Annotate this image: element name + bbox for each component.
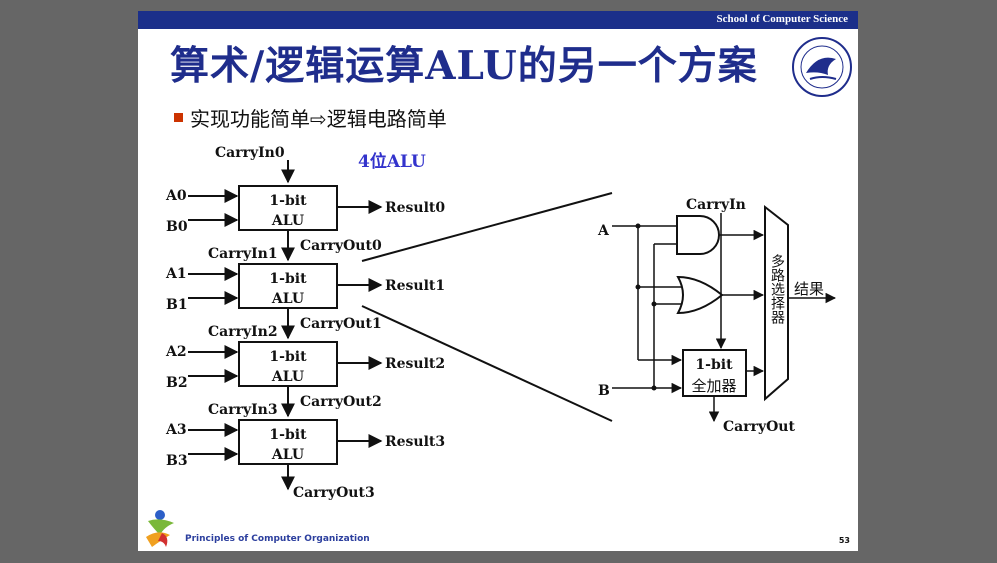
alu-block-line2: ALU xyxy=(271,369,304,385)
or-gate-icon xyxy=(676,275,724,315)
alu-block-line2: ALU xyxy=(271,213,304,229)
input-b-label: B3 xyxy=(166,453,188,469)
alu-block xyxy=(238,341,338,387)
carry-out-label: CarryOut1 xyxy=(300,316,382,332)
carry-out-label: CarryOut2 xyxy=(300,394,382,410)
slide: School of Computer Science 算术/逻辑运算ALU的另一… xyxy=(138,11,858,551)
alu-stage-2: CarryIn2 A2 B2 1-bit ALU Result2 CarryOu… xyxy=(165,324,445,418)
course-name: Principles of Computer Organization xyxy=(185,534,370,544)
input-a-label: A0 xyxy=(165,188,187,204)
header-bar: School of Computer Science xyxy=(138,11,858,29)
junction-dot xyxy=(635,284,641,290)
zoom-line-bottom xyxy=(361,305,613,422)
alu-block xyxy=(238,419,338,465)
carry-in-label: CarryIn3 xyxy=(208,402,278,418)
carry-out-label: CarryOut3 xyxy=(293,485,375,501)
detail-carry-in-label: CarryIn xyxy=(686,197,746,213)
input-a-label: A3 xyxy=(165,422,187,438)
carry-out-label: CarryOut0 xyxy=(300,238,382,254)
junction-dot xyxy=(635,223,641,229)
alu-caption: 4位ALU xyxy=(358,151,426,172)
input-a-label: A1 xyxy=(165,266,187,282)
input-b-label: B0 xyxy=(166,219,188,235)
university-seal-icon xyxy=(792,37,852,97)
adder-line1: 1-bit xyxy=(695,357,733,373)
zoom-line-top xyxy=(361,192,613,262)
mux-label: 多路选择器 xyxy=(769,253,785,324)
output-label: 结果 xyxy=(794,280,824,298)
adder-line2: 全加器 xyxy=(691,377,736,395)
page-number: 53 xyxy=(838,536,850,545)
alu-block-line1: 1-bit xyxy=(269,349,307,365)
junction-dot xyxy=(651,301,657,307)
alu-stage-0: A0 B0 1-bit ALU Result0 CarryOut0 xyxy=(165,185,445,262)
carry-in0-label: CarryIn0 xyxy=(215,145,285,161)
alu-block-line1: 1-bit xyxy=(269,193,307,209)
carry-in-label: CarryIn2 xyxy=(208,324,278,340)
bullet-text: 实现功能简单⇨逻辑电路简单 xyxy=(190,107,447,131)
input-a-label: A2 xyxy=(165,344,187,360)
bullet-square-icon xyxy=(174,113,183,122)
school-name: School of Computer Science xyxy=(716,13,848,25)
alu-block-line2: ALU xyxy=(271,291,304,307)
and-gate-icon xyxy=(676,215,720,255)
result-label: Result3 xyxy=(385,434,445,450)
result-label: Result2 xyxy=(385,356,445,372)
alu-block-line2: ALU xyxy=(271,447,304,463)
alu-block-line1: 1-bit xyxy=(269,427,307,443)
alu-stage-1: CarryIn1 A1 B1 1-bit ALU Result1 CarryOu… xyxy=(165,246,445,340)
slide-title: 算术/逻辑运算ALU的另一个方案 xyxy=(170,43,758,89)
carry-in-label: CarryIn1 xyxy=(208,246,278,262)
multiplexer-block xyxy=(764,204,789,402)
result-label: Result0 xyxy=(385,200,445,216)
input-b-label: B2 xyxy=(166,375,188,391)
one-bit-alu-detail: A B CarryIn xyxy=(597,197,837,435)
detail-input-a-label: A xyxy=(597,223,610,239)
result-label: Result1 xyxy=(385,278,445,294)
detail-input-b-label: B xyxy=(598,383,610,399)
input-b-label: B1 xyxy=(166,297,188,313)
detail-carry-out-label: CarryOut xyxy=(723,419,795,435)
alu-stage-3: CarryIn3 A3 B3 1-bit ALU Result3 CarryOu… xyxy=(165,402,445,501)
full-adder-block xyxy=(682,349,747,397)
junction-dot xyxy=(651,385,657,391)
alu-block-line1: 1-bit xyxy=(269,271,307,287)
alu-diagram: CarryIn0 4位ALU A0 B0 1-bit ALU Result0 C… xyxy=(165,145,837,501)
course-logo-icon xyxy=(146,510,174,547)
